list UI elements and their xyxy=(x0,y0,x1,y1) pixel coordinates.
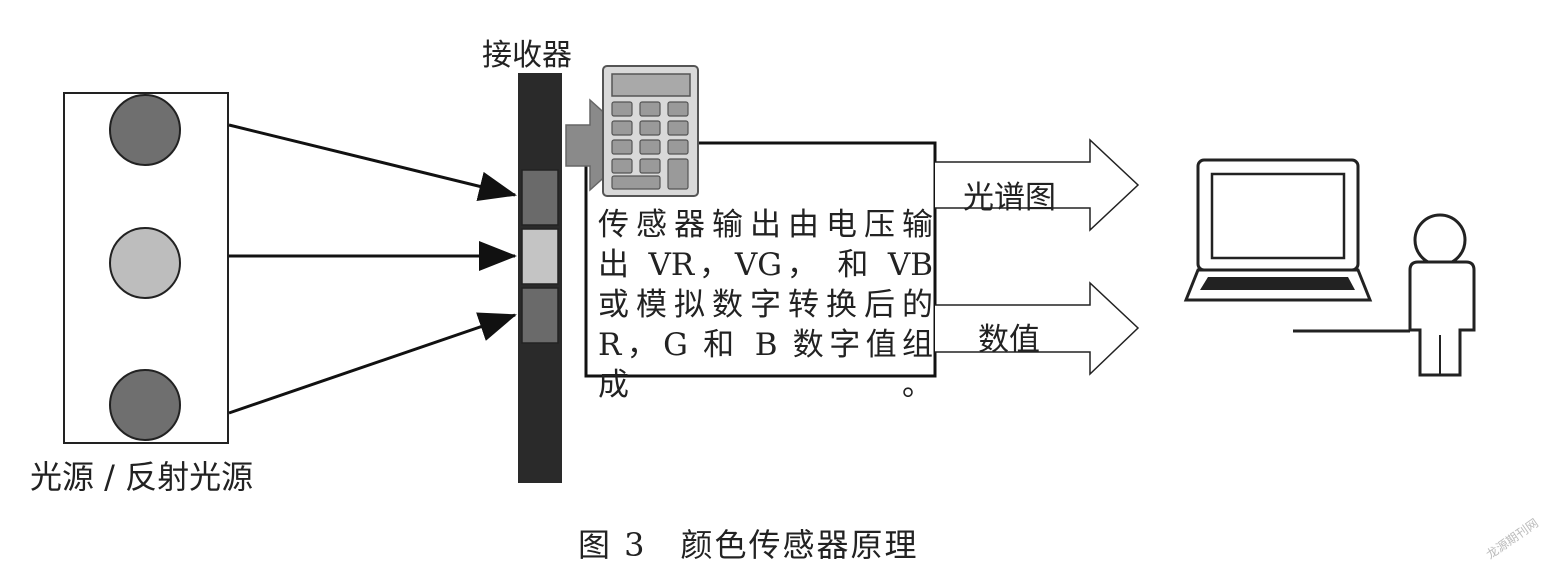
led-middle xyxy=(109,227,181,299)
description-line: 或模拟数字转换后的 xyxy=(598,287,933,323)
ray-bottom-arrow xyxy=(228,312,517,415)
sensor-cell-top xyxy=(521,169,559,226)
sensor-cell-middle xyxy=(521,228,559,285)
laptop-icon xyxy=(1183,158,1373,302)
description-line: R，G 和 B 数字值组成。 xyxy=(598,327,933,403)
values-output-label: 数值 xyxy=(978,322,1040,358)
spectrum-output-arrow xyxy=(935,138,1140,232)
values-output-arrow xyxy=(935,281,1140,376)
light-source-label: 光源 / 反射光源 xyxy=(30,458,254,496)
spectrum-output-label: 光谱图 xyxy=(963,180,1056,216)
led-bottom xyxy=(109,369,181,441)
receiver-label: 接收器 xyxy=(482,38,572,73)
user-icon xyxy=(1408,213,1476,377)
led-top xyxy=(109,94,181,166)
description-line: 传感器输出由电压输 xyxy=(598,207,933,243)
figure-caption: 图 3 颜色传感器原理 xyxy=(578,526,919,564)
sensor-output-description: 传感器输出由电压输 出 VR，VG， 和 VB 或模拟数字转换后的 R，G 和 … xyxy=(598,205,933,405)
calculator-icon xyxy=(602,65,699,197)
ray-top-arrow xyxy=(228,123,517,202)
sensor-cell-bottom xyxy=(521,287,559,344)
description-line: 出 VR，VG， 和 VB xyxy=(598,247,933,283)
